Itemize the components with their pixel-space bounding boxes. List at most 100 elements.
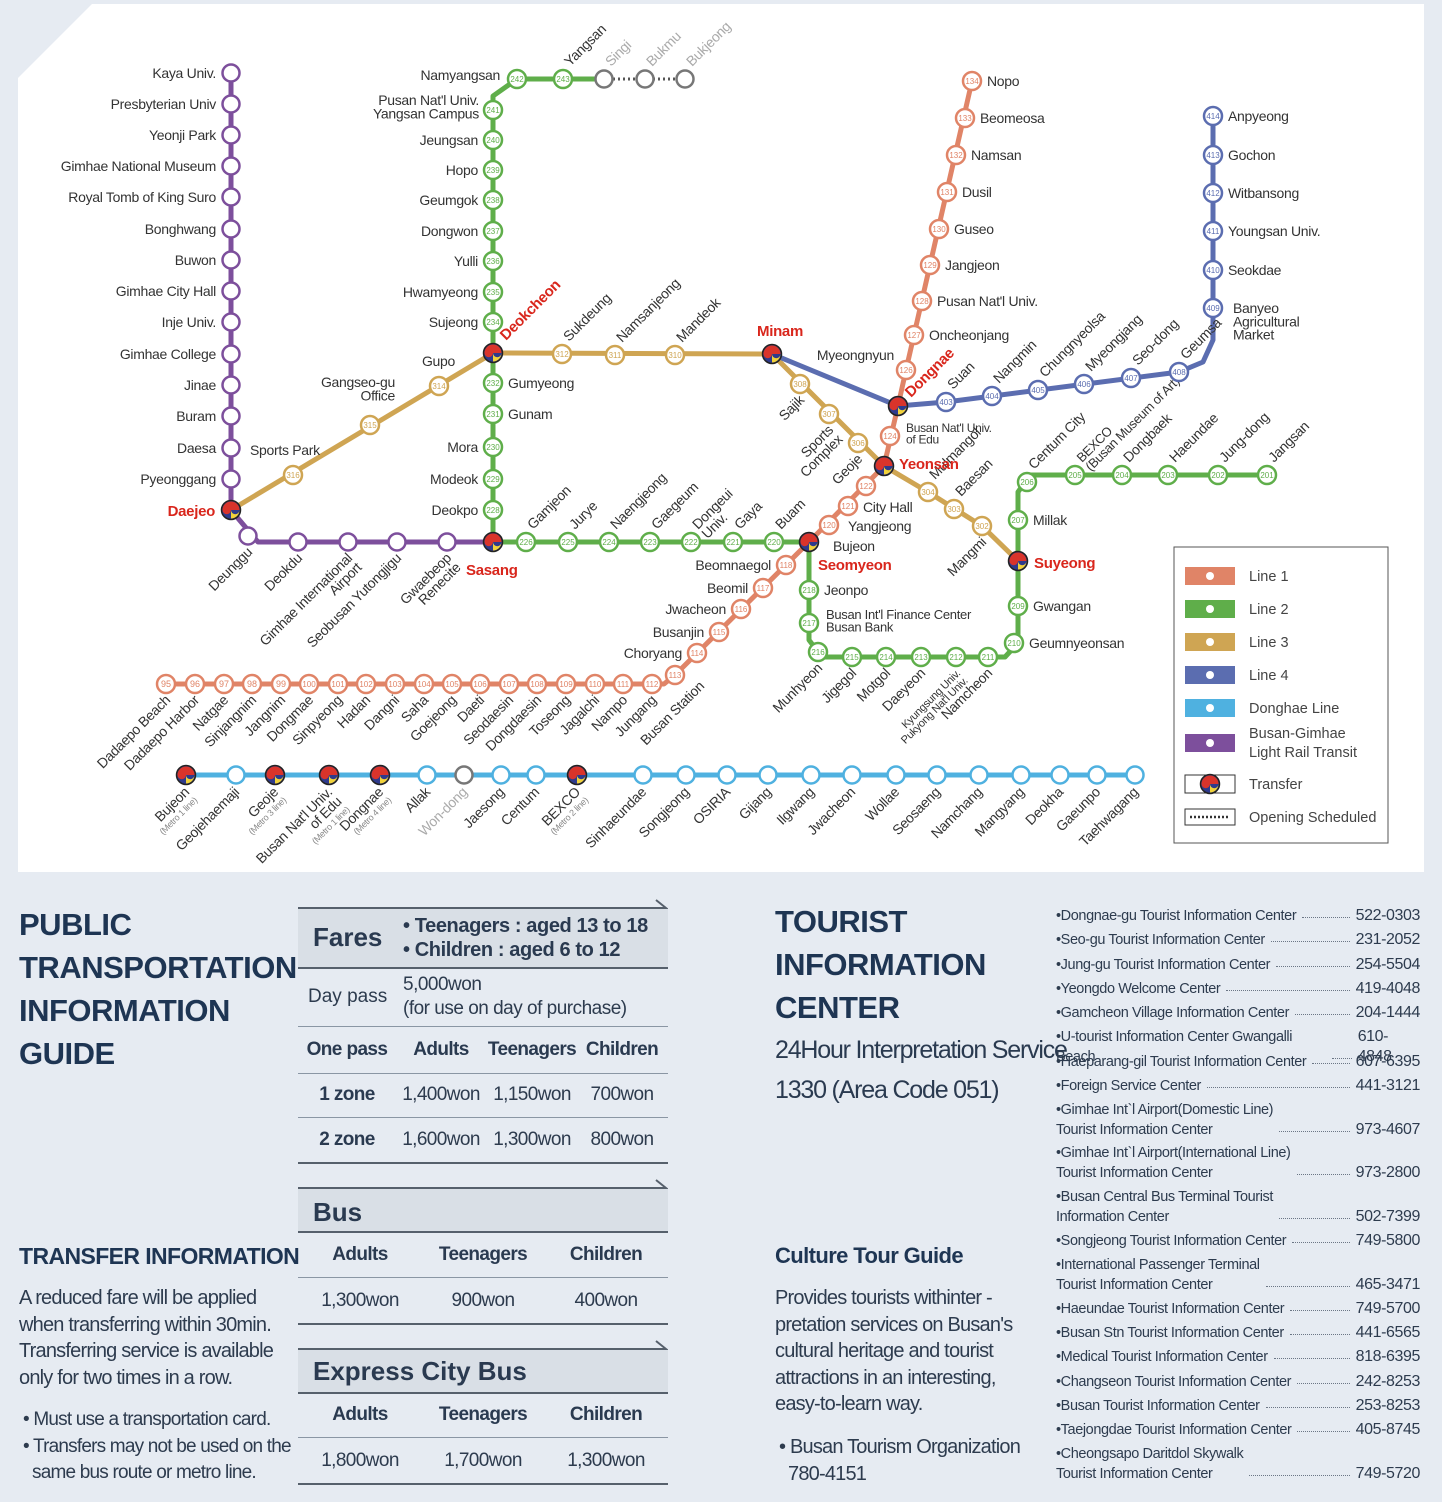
station-number: 99	[276, 679, 286, 689]
station-marker	[469, 673, 491, 695]
station-bonghwang[interactable]: Bonghwang	[145, 219, 241, 239]
station-pyeonggang[interactable]: Pyeonggang	[140, 469, 241, 489]
station-presbyterian-univ[interactable]: Presbyterian Univ	[111, 94, 241, 114]
station-label: Choryang	[624, 645, 682, 661]
station-marker	[927, 765, 947, 785]
transfer-station-suyeong[interactable]	[1007, 550, 1029, 572]
tourist-center-item: •International Passenger Terminal Touris…	[1056, 1255, 1420, 1295]
station-label: Beomeosa	[980, 110, 1045, 126]
transfer-station-deokcheon[interactable]	[482, 342, 504, 364]
legend-item-donghae: Donghae Line	[1185, 699, 1339, 717]
station-inje-univ-[interactable]: Inje Univ.	[162, 312, 241, 332]
station-royal-tomb-of-king-suro[interactable]: Royal Tomb of King Suro	[68, 187, 241, 207]
text-line: when transferring within 30min.	[19, 1313, 272, 1336]
station-label: Millak	[1033, 512, 1068, 528]
station-label: Gimhae City Hall	[116, 283, 216, 299]
transfer-station-minam[interactable]	[761, 343, 783, 365]
station-marker	[1011, 765, 1031, 785]
col-header: Teenagers	[438, 1244, 528, 1265]
station-jinae[interactable]: Jinae	[184, 375, 241, 395]
transfer-station-seomyeon[interactable]	[798, 531, 820, 553]
station-choryang[interactable]: 114 Choryang	[624, 642, 708, 664]
station-number: 203	[1161, 471, 1175, 480]
bus-header	[298, 1189, 668, 1231]
transfer-station-daejeo[interactable]	[220, 499, 242, 521]
station-yeonji-park[interactable]: Yeonji Park	[149, 125, 241, 145]
station-gimhae-college[interactable]: Gimhae College	[120, 344, 241, 364]
station-gimhae-national-museum[interactable]: Gimhae National Museum	[61, 156, 241, 176]
station-kaya-univ-[interactable]: Kaya Univ.	[152, 63, 241, 83]
transfer-station-sasang[interactable]	[482, 531, 504, 553]
transfer-station-dongnae[interactable]	[887, 395, 909, 417]
transfer-station-yeonsan[interactable]	[873, 455, 895, 477]
station-label: Gimhae National Museum	[61, 158, 216, 174]
station-buram[interactable]: Buram	[176, 406, 241, 426]
station-marker	[664, 344, 686, 366]
station-marker	[221, 312, 241, 332]
center-phone: 254-5504	[1355, 956, 1421, 973]
legend-dot	[1206, 739, 1214, 747]
text-line: A reduced fare will be applied	[19, 1287, 257, 1309]
leader-dots	[1302, 917, 1350, 918]
fare-value: 400won	[574, 1290, 639, 1311]
station-number: 114	[691, 649, 704, 658]
station-marker	[1003, 632, 1025, 654]
station-buwon[interactable]: Buwon	[175, 250, 241, 270]
legend-item-scheduled: Opening Scheduled	[1184, 808, 1376, 826]
station-label: Gumyeong	[508, 375, 574, 391]
station-label: Gunam	[508, 406, 552, 422]
station-label: Royal Tomb of King Suro	[68, 189, 216, 205]
org-name: • Busan Tourism Organization	[779, 1436, 1021, 1458]
express-header	[298, 1350, 668, 1392]
station-daesa[interactable]: Daesa	[177, 438, 241, 458]
station-gimhae-city-hall[interactable]: Gimhae City Hall	[116, 281, 241, 301]
station-number: 220	[767, 538, 781, 547]
station-label: Buram	[176, 408, 216, 424]
